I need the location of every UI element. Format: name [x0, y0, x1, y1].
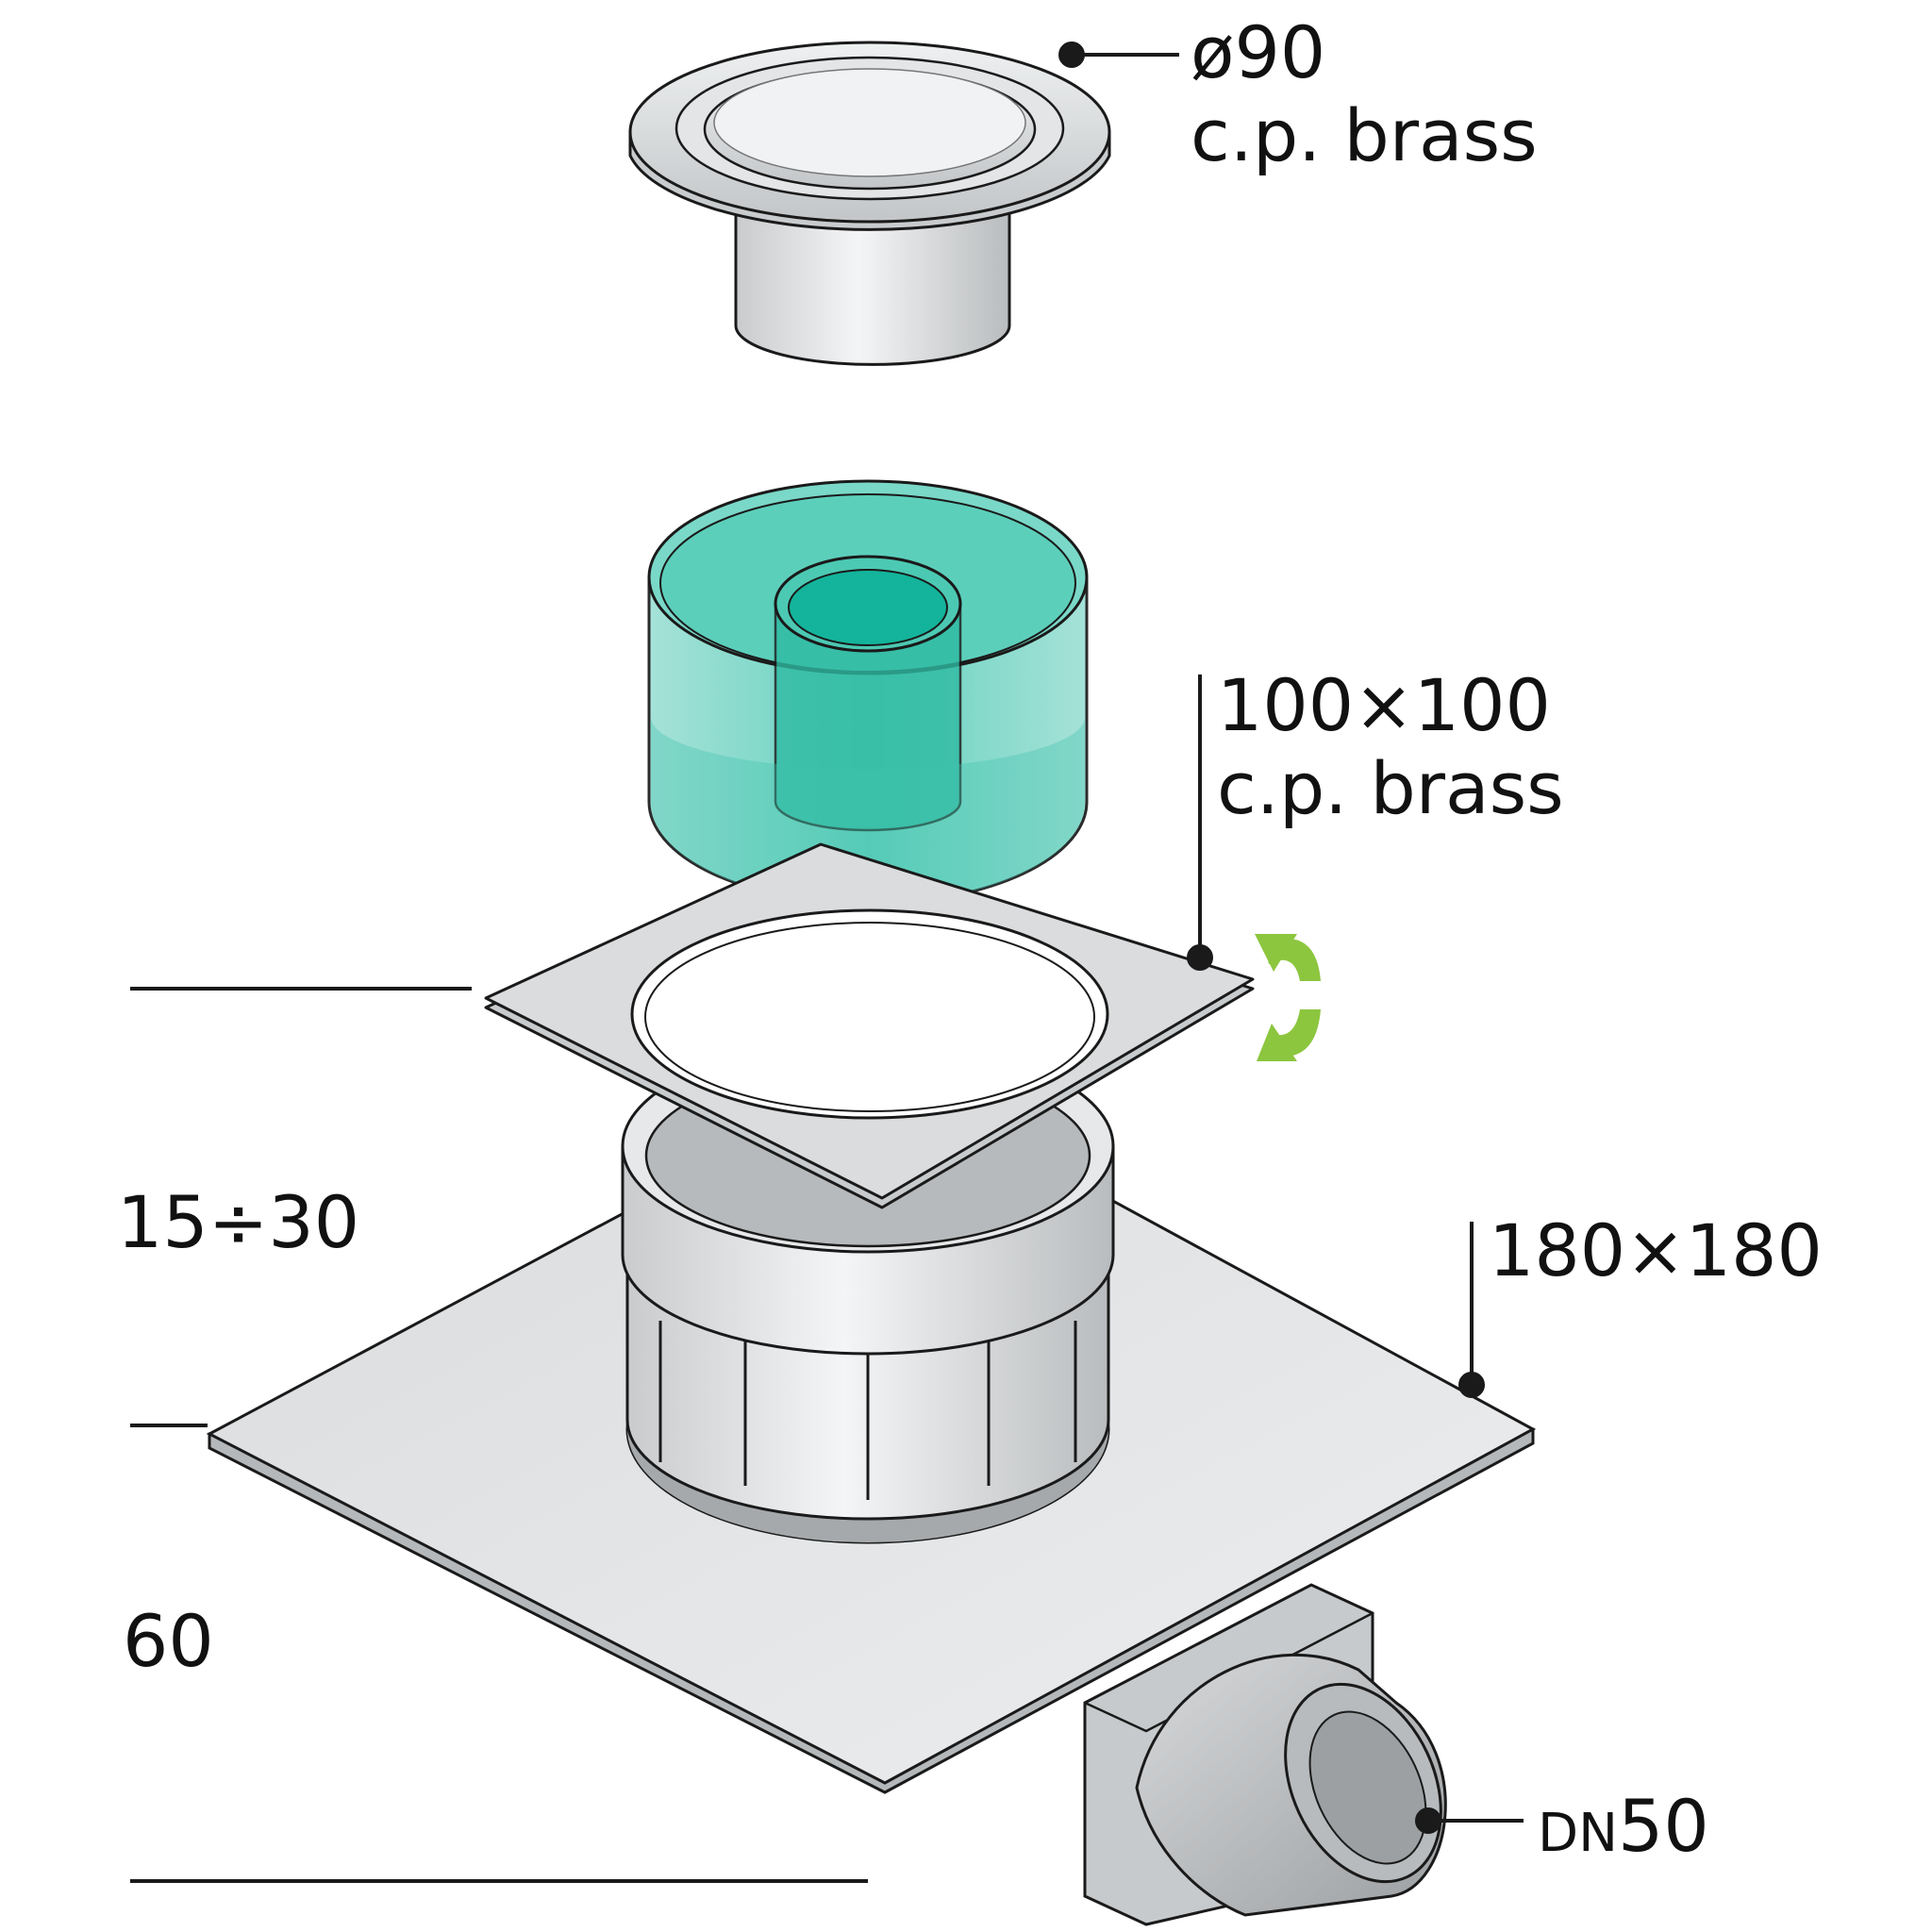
outlet-size: 50	[1618, 1784, 1709, 1868]
outlet-prefix: DN	[1538, 1803, 1618, 1864]
round-grate-size: ø90	[1191, 10, 1325, 94]
leader-lines	[1058, 42, 1524, 1834]
square-frame	[484, 842, 1255, 1209]
outlet-label: DN50	[1538, 1784, 1709, 1868]
rotate-arrows-icon	[1255, 934, 1321, 1061]
drain-body	[206, 1039, 1537, 1926]
round-grate	[628, 41, 1111, 366]
round-grate-material: c.p. brass	[1191, 93, 1538, 177]
base-plate-size: 180×180	[1489, 1208, 1823, 1292]
dimension-lines	[130, 987, 868, 1883]
odour-trap	[647, 479, 1089, 906]
body-height-label: 60	[123, 1599, 214, 1683]
height-adjust-label: 15÷30	[117, 1180, 359, 1264]
square-grate-size: 100×100	[1217, 663, 1551, 747]
square-grate-material: c.p. brass	[1217, 746, 1564, 830]
